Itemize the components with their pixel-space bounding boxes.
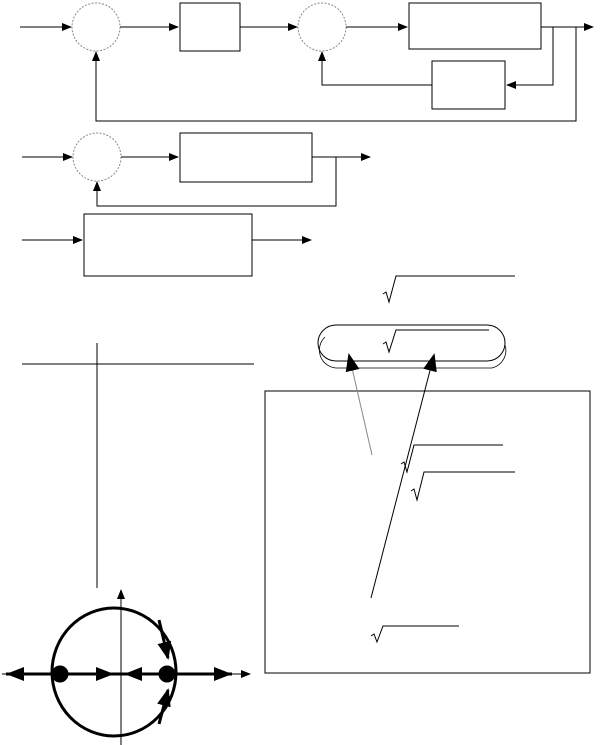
top-block-diagram — [20, 2, 594, 122]
forward-block — [179, 132, 313, 183]
radical-sign — [410, 471, 515, 502]
callout-bubble-shadow — [319, 336, 507, 369]
pole-marker — [51, 665, 69, 683]
feedback-path — [93, 157, 337, 207]
routh-table-lines — [22, 343, 254, 588]
panel-frame — [264, 390, 591, 674]
summing-junction — [72, 132, 122, 182]
inner-feedback-path — [506, 27, 554, 89]
pointer-line — [345, 353, 373, 456]
locus-direction-arrow — [157, 688, 171, 725]
feedback-block — [431, 60, 506, 110]
summing-junction-1 — [71, 2, 121, 52]
plant-block — [408, 2, 542, 50]
inner-feedback-return — [318, 51, 432, 86]
callout-bubble — [317, 324, 506, 362]
formula-panel — [264, 353, 591, 674]
radical-sign — [400, 444, 503, 474]
outer-feedback-path — [92, 27, 577, 122]
locus-direction-arrow — [157, 619, 172, 660]
locus-circle — [50, 606, 178, 738]
radical-sign — [370, 625, 459, 644]
bottom-block-diagram — [22, 213, 312, 277]
radical-sign — [382, 275, 515, 304]
formula-above-panel — [317, 275, 515, 369]
controller-block — [179, 2, 241, 52]
root-locus-plot — [2, 589, 251, 745]
transfer-block — [83, 213, 253, 277]
pole-marker — [158, 665, 176, 683]
middle-block-diagram — [22, 132, 371, 207]
pointer-line — [370, 353, 437, 599]
summing-junction-2 — [297, 2, 347, 52]
radical-sign — [382, 329, 489, 354]
